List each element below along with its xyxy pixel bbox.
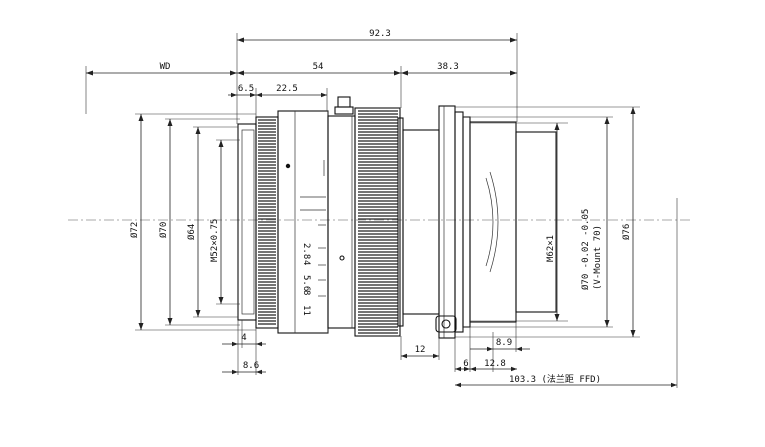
dim-mount-thread: M62×1 bbox=[546, 235, 556, 262]
mount-lock-lever bbox=[435, 315, 457, 333]
front-knurl-pattern bbox=[258, 119, 276, 325]
lens-body: 2.8 4 5.6 8 11 bbox=[237, 96, 557, 339]
dim-working-distance: WD bbox=[160, 62, 171, 72]
rear-lens-element bbox=[485, 177, 494, 267]
left-diameter-dimensions: Ø72 Ø70 Ø64 M52×0.75 bbox=[129, 113, 256, 331]
dim-rear-12-8: 12.8 bbox=[484, 359, 506, 369]
dim-front-8-6: 8.6 bbox=[243, 361, 259, 371]
rear-knurled-ring bbox=[354, 107, 401, 337]
aperture-value: 2.8 bbox=[301, 243, 311, 259]
middle-barrel bbox=[327, 115, 356, 329]
dim-flange-focal-distance: 103.3 (法兰距 FFD) bbox=[509, 373, 601, 385]
dim-focus-ring-width: 22.5 bbox=[276, 84, 298, 94]
lock-screw bbox=[337, 96, 351, 108]
focus-barrel bbox=[277, 110, 329, 334]
dim-front-step: 6.5 bbox=[238, 84, 254, 94]
dim-body-length: 54 bbox=[313, 62, 324, 72]
mount-flange bbox=[438, 105, 456, 339]
dim-d72: Ø72 bbox=[129, 222, 140, 238]
dim-rear-8-9: 8.9 bbox=[496, 338, 512, 348]
dim-d64: Ø64 bbox=[186, 224, 197, 240]
aperture-value: 8 bbox=[301, 290, 311, 295]
dim-d76: Ø76 bbox=[621, 224, 632, 240]
dim-rear-length: 38.3 bbox=[437, 62, 459, 72]
dim-filter-thread: M52×0.75 bbox=[210, 219, 220, 262]
dim-mount-diameter: Ø70 -0.02 -0.05 bbox=[580, 209, 591, 290]
aperture-scale: 2.8 4 5.6 8 11 bbox=[301, 243, 311, 316]
dim-d70: Ø70 bbox=[158, 222, 169, 238]
aperture-value: 5.6 bbox=[301, 275, 311, 291]
dim-mid-12: 12 bbox=[415, 345, 426, 355]
rear-knurl-pattern bbox=[358, 110, 398, 334]
focus-index-dot bbox=[285, 163, 291, 169]
dim-total-length: 92.3 bbox=[369, 29, 391, 39]
right-diameter-dimensions: M62×1 Ø70 -0.02 -0.05 (V-Mount 70) Ø76 bbox=[455, 106, 640, 338]
bottom-dimensions: 4 8.6 12 8.9 6 12.8 103.3 (法兰距 FFD) bbox=[222, 198, 678, 388]
aperture-index-dot bbox=[339, 255, 345, 261]
front-filter-ring bbox=[237, 123, 257, 321]
dim-rear-6: 6 bbox=[463, 359, 468, 369]
top-dimensions: 92.3 WD 54 38.3 6.5 22.5 bbox=[85, 29, 518, 124]
aperture-value: 4 bbox=[301, 260, 311, 265]
dim-mount-name: (V-Mount 70) bbox=[593, 225, 603, 290]
dim-front-4: 4 bbox=[241, 333, 246, 343]
lens-neck bbox=[402, 129, 440, 315]
aperture-value: 11 bbox=[301, 305, 311, 316]
